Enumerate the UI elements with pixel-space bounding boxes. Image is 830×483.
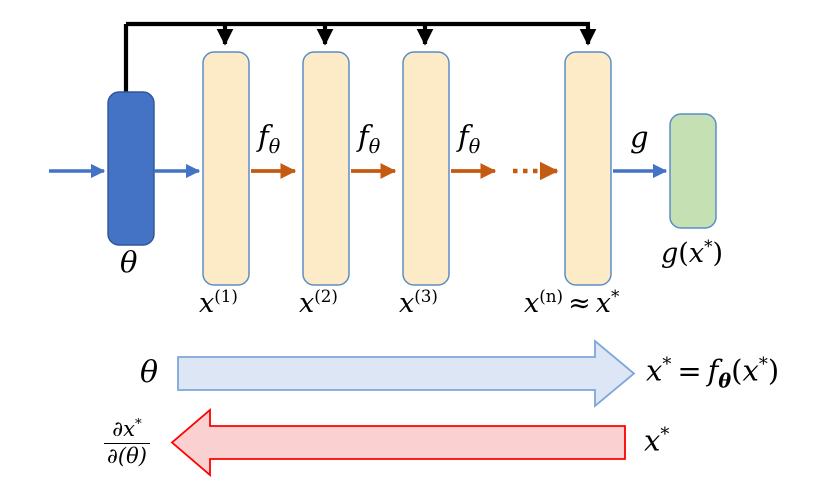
parameter-broadcast-bus	[123, 21, 597, 92]
state-box-label-1: x(1)	[199, 286, 238, 319]
forward-pass-left-label: θ	[140, 355, 159, 390]
transition-label-1: fθ	[258, 119, 281, 158]
parameter-box	[107, 91, 155, 246]
state-box-1	[202, 51, 250, 286]
gradient-denominator: ∂(θ)	[104, 442, 150, 469]
state-box-3	[402, 51, 450, 286]
parameter-box-label: θ	[120, 245, 138, 279]
gradient-numerator: ∂x*	[112, 417, 142, 441]
state-box-n	[564, 51, 612, 286]
backward-pass-right-label: x*	[644, 423, 670, 458]
forward-pass-arrow	[177, 339, 636, 408]
transition-label-2: fθ	[358, 119, 381, 158]
transition-label-3: fθ	[458, 119, 481, 158]
output-edge-label: g	[630, 120, 649, 154]
output-box-label: g(x*)	[661, 236, 723, 269]
forward-pass-right-label: x*=fθ(x*)	[646, 353, 780, 393]
state-box-label-3: x(3)	[399, 286, 438, 319]
backward-pass-left-label: ∂x* ∂(θ)	[104, 417, 150, 468]
state-box-2	[302, 51, 350, 286]
backward-pass-arrow	[170, 408, 626, 477]
output-box	[669, 113, 717, 229]
state-box-label-2: x(2)	[299, 286, 338, 319]
state-box-label-n: x(n)≈x*	[524, 286, 620, 319]
